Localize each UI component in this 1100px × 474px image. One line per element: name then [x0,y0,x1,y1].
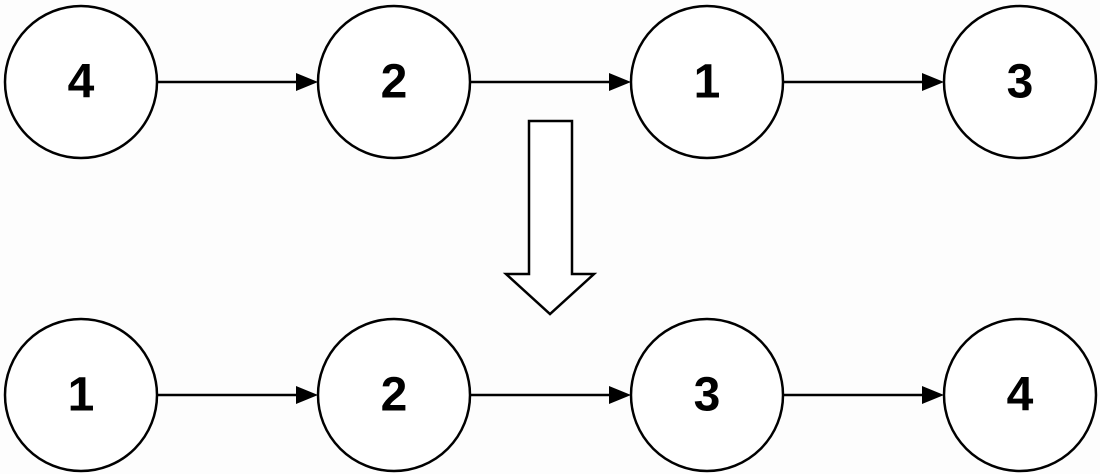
output-node-3-label: 3 [694,369,721,422]
output-list: 1 2 3 4 [3,317,1098,473]
input-node-4: 3 [942,4,1098,160]
sort-transform-arrow [502,119,598,316]
output-node-3: 3 [629,317,785,473]
input-node-1: 4 [3,4,159,160]
output-node-1: 1 [3,317,159,473]
input-node-2: 2 [316,4,472,160]
output-node-2: 2 [316,317,472,473]
input-link-3-4-arrowhead [922,73,944,91]
output-node-1-label: 1 [68,369,95,422]
output-link-2-3 [470,386,631,404]
input-node-4-label: 3 [1007,56,1034,109]
output-link-2-3-arrowhead [609,386,631,404]
input-link-1-2 [157,73,318,91]
output-link-3-4 [783,386,944,404]
output-node-4-label: 4 [1007,369,1034,422]
input-link-2-3-arrowhead [609,73,631,91]
output-link-1-2 [157,386,318,404]
output-node-4: 4 [942,317,1098,473]
input-link-3-4 [783,73,944,91]
input-node-2-label: 2 [381,56,408,109]
output-node-4-circle [942,317,1098,473]
input-link-1-2-arrowhead [296,73,318,91]
input-list: 4 2 1 3 [3,4,1098,160]
output-node-2-label: 2 [381,369,408,422]
input-node-1-label: 4 [68,56,95,109]
input-node-3: 1 [629,4,785,160]
input-node-3-label: 1 [694,56,721,109]
input-link-2-3 [470,73,631,91]
output-link-1-2-arrowhead [296,386,318,404]
input-node-4-circle [942,4,1098,160]
output-link-3-4-arrowhead [922,386,944,404]
